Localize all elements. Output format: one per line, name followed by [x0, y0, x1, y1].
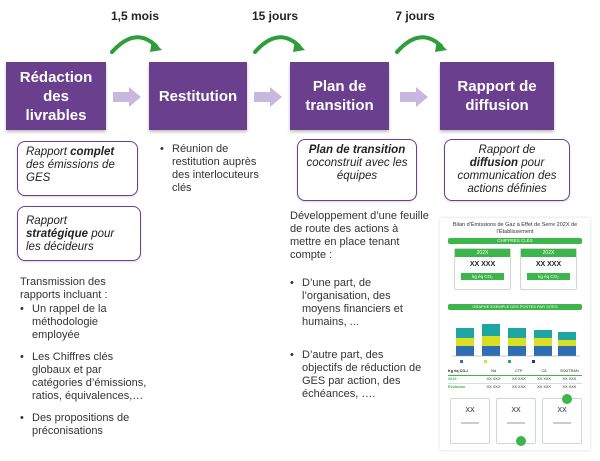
- col3-bullet-list: D’une part, de l’organisation, des moyen…: [290, 277, 425, 410]
- stacked-bars: [456, 324, 576, 356]
- duration-label-3: 7 jours: [395, 9, 435, 23]
- box-plan-de-transition: Plan de transition coconstruit avec les …: [297, 139, 417, 201]
- table-cell: XX XXX: [511, 377, 526, 381]
- col2-bullet-list: Réunion de restitution auprès des interl…: [160, 143, 272, 204]
- table-header: CTP: [514, 369, 523, 373]
- list-item: Un rappel de la méthodologie employée: [20, 303, 148, 342]
- table-cell: XX XXX: [537, 385, 551, 389]
- box-bold-text: complet: [70, 146, 115, 158]
- card-year: 202X: [455, 249, 510, 257]
- report-thumbnail: Bilan d’Émissions de Gaz à Effet de Serr…: [440, 218, 590, 450]
- chevron-arrow-icon: [400, 87, 428, 107]
- table-cell: XX XXX: [562, 385, 577, 389]
- step-label: livrables: [25, 106, 87, 124]
- badge-icon: [562, 394, 572, 404]
- box-text: coconstruit avec les équipes: [306, 157, 408, 182]
- card-year: 202X: [521, 249, 576, 257]
- duration-label-1: 1,5 mois: [110, 9, 160, 23]
- arrowhead-icon: [150, 40, 162, 52]
- section-title: CHIFFRES CLÉS: [497, 238, 533, 243]
- step-plan-de-transition: Plan de transition: [290, 62, 389, 130]
- step-label: Rapport de: [457, 78, 537, 95]
- box-bold-text: stratégique: [26, 228, 88, 240]
- box-text: pour communication des actions définies: [457, 157, 557, 195]
- curved-arrow-icon: [110, 35, 158, 54]
- card-value: XX XXX: [535, 261, 562, 268]
- box-rapport-complet: Rapport complet des émissions de GES: [17, 141, 138, 196]
- table-row: Évolution XX XXX XX XXX XX XXX XX XXX: [448, 384, 582, 391]
- thumbnail-title: Bilan d’Émissions de Gaz à Effet de Serr…: [452, 222, 578, 235]
- col3-intro: Développement d’une feuille de route des…: [290, 210, 429, 261]
- step-label: diffusion: [465, 97, 529, 114]
- summary-card: XX: [542, 398, 582, 444]
- mini-table: Kg éq CO₂/ Nd CTP CA SOUTRAN 2019 XX XXX…: [448, 368, 582, 391]
- transition-arrows: [110, 35, 447, 54]
- step-restitution: Restitution: [149, 62, 247, 130]
- step-label: des: [43, 87, 69, 105]
- card-value: XX: [557, 407, 567, 414]
- box-text: Rapport de: [478, 144, 536, 156]
- card-unit: kg éq CO₂: [461, 273, 504, 280]
- placeholder-line: [553, 422, 571, 424]
- chevron-arrow-icon: [113, 87, 141, 107]
- box-text: Rapport: [26, 215, 67, 227]
- step-label: Restitution: [158, 87, 238, 105]
- list-item: D’une part, de l’organisation, des moyen…: [290, 277, 425, 329]
- list-item: Réunion de restitution auprès des interl…: [160, 143, 272, 195]
- col1-intro: Transmission des rapports incluant :: [20, 276, 108, 301]
- key-figure-card: 202X XX XXX kg éq CO₂: [520, 248, 577, 290]
- table-header: SOUTRAN: [560, 369, 579, 373]
- step-label: Plan de: [312, 78, 367, 95]
- arrowhead-icon: [293, 40, 305, 52]
- table-header-row: Kg éq CO₂/ Nd CTP CA SOUTRAN: [448, 368, 582, 376]
- summary-card: XX: [450, 398, 490, 444]
- key-figure-card: 202X XX XXX kg éq CO₂: [454, 248, 511, 290]
- col1-bullet-list: Un rappel de la méthodologie employée Le…: [20, 303, 148, 447]
- table-cell: XX XXX: [562, 377, 577, 381]
- placeholder-line: [507, 422, 525, 424]
- table-cell: Évolution: [448, 385, 466, 389]
- curved-arrow-icon: [253, 35, 301, 54]
- table-header: Nd: [491, 369, 496, 373]
- table-header: CA: [541, 369, 547, 373]
- table-cell: XX XXX: [537, 377, 551, 381]
- table-row: 2019 XX XXX XX XXX XX XXX XX XXX: [448, 376, 582, 384]
- duration-label-2: 15 jours: [251, 9, 299, 23]
- placeholder-line: [461, 422, 479, 424]
- table-cell: 2019: [448, 377, 457, 381]
- card-value: XX: [465, 407, 475, 414]
- section-header-bar: [448, 304, 582, 310]
- card-value: XX: [511, 407, 521, 414]
- box-rapport-strategique: Rapport stratégique pour les décideurs: [17, 206, 141, 261]
- table-cell: XX XXX: [511, 385, 526, 389]
- list-item: Des propositions de préconisations: [20, 412, 148, 438]
- list-item: Les Chiffres clés globaux et par catégor…: [20, 351, 148, 403]
- legend-dots: [460, 360, 535, 363]
- box-text: des émissions de GES: [26, 159, 115, 184]
- box-text: pour les décideurs: [26, 228, 115, 253]
- section-title: GRAPHE EXEMPLE DES POSTES PAR SITES: [472, 304, 558, 309]
- box-rapport-diffusion: Rapport de diffusion pour communication …: [444, 139, 570, 201]
- table-header: Kg éq CO₂/: [448, 369, 469, 373]
- table-cell: XX XXX: [486, 377, 501, 381]
- step-label: transition: [305, 97, 374, 114]
- section-header-bar: [448, 238, 582, 244]
- box-bold-text: Plan de transition: [308, 144, 406, 156]
- card-unit: kg éq CO₂: [527, 273, 570, 280]
- box-bold-text: diffusion: [469, 157, 519, 169]
- list-item: D’autre part, des objectifs de réduction…: [290, 349, 425, 401]
- curved-arrow-icon: [395, 35, 443, 54]
- badge-icon: [516, 436, 526, 446]
- chevron-arrow-icon: [254, 87, 282, 107]
- mini-bar-chart: [452, 324, 580, 363]
- box-text: Rapport: [26, 146, 71, 158]
- card-value: XX XXX: [469, 261, 496, 268]
- step-label: Rédaction: [19, 68, 93, 86]
- step-rapport-diffusion: Rapport de diffusion: [440, 62, 554, 130]
- arrowhead-icon: [435, 40, 447, 52]
- table-cell: XX XXX: [486, 385, 501, 389]
